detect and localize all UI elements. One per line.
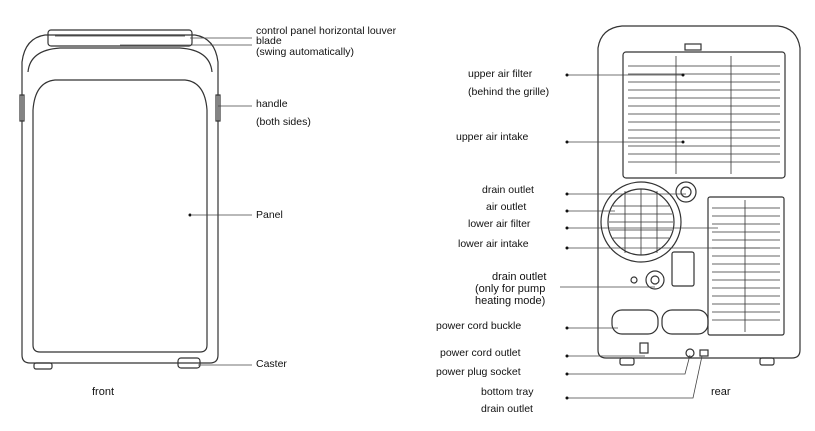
leader-lines [120, 37, 760, 399]
label-handle: handle [256, 98, 288, 110]
handle-right [215, 94, 221, 122]
label-drain-outlet-pump-2: (only for pump [475, 283, 546, 295]
drain-outlet-top-knob [675, 181, 697, 203]
label-cord-outlet: power cord outlet [440, 347, 521, 359]
label-bottom-tray: bottom tray [481, 386, 534, 398]
label-upper-intake: upper air intake [456, 131, 529, 143]
socket-box [671, 251, 695, 287]
label-drain-outlet-pump-3: heating mode) [475, 295, 546, 307]
label-caster: Caster [256, 358, 287, 370]
cord-buckle-right [661, 309, 709, 335]
bottom-tray [699, 349, 709, 357]
label-drain-outlet-top: drain outlet [482, 184, 534, 196]
label-drain-outlet-bottom: drain outlet [481, 403, 533, 415]
air-outlet [600, 181, 682, 263]
upper-grille [622, 51, 786, 179]
front-unit [19, 29, 221, 370]
cord-buckle-left [611, 309, 659, 335]
rear-unit [597, 25, 801, 366]
cord-outlet [639, 342, 649, 354]
label-lower-filter: lower air filter [468, 218, 531, 230]
handle-left [19, 94, 25, 122]
pump-drain-outlet [645, 270, 665, 290]
leader-dots [188, 73, 685, 400]
front-panel [32, 79, 208, 353]
label-cord-buckle: power cord buckle [436, 320, 522, 332]
label-both-sides: (both sides) [256, 116, 311, 128]
caster-right [177, 357, 201, 369]
front-caption: front [92, 386, 115, 398]
lower-grille [707, 196, 785, 336]
label-air-outlet: air outlet [486, 201, 527, 213]
label-drain-outlet-pump-1: drain outlet [492, 271, 547, 283]
label-swing: (swing automatically) [256, 46, 355, 58]
plug-socket [685, 348, 695, 358]
caster-left [33, 362, 53, 370]
label-lower-intake: lower air intake [458, 238, 529, 250]
label-panel: Panel [256, 209, 283, 221]
label-louver: control panel horizontal louver [256, 25, 397, 37]
label-behind-grille: (behind the grille) [468, 86, 550, 98]
label-plug-socket: power plug socket [436, 366, 521, 378]
label-blade: blade [256, 35, 282, 47]
label-upper-filter: upper air filter [468, 68, 533, 80]
rear-caption: rear [711, 386, 731, 398]
control-panel [47, 29, 193, 47]
